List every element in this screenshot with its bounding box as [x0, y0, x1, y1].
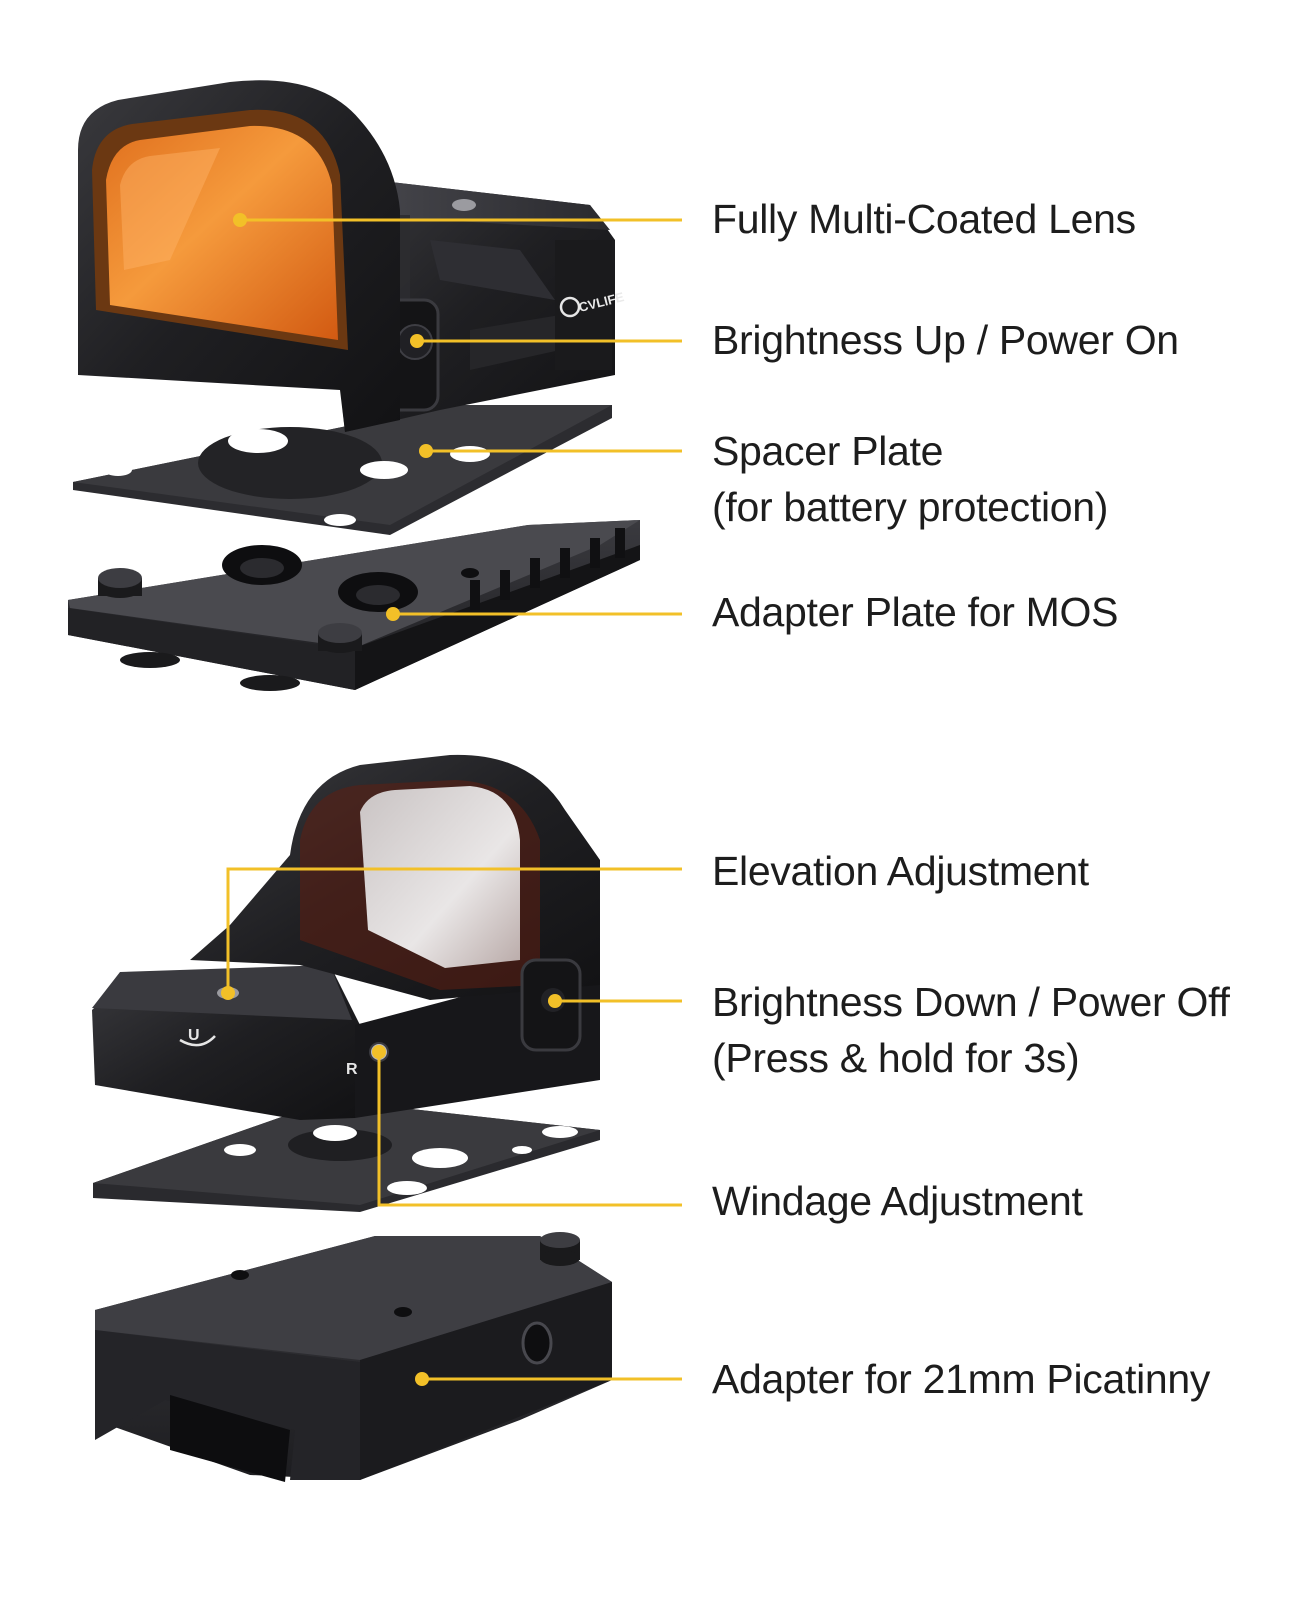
leader-dot-lens	[233, 213, 247, 227]
label-line: (Press & hold for 3s)	[712, 1035, 1080, 1081]
spacer-plate-bottom	[93, 1100, 600, 1212]
label-line: Adapter Plate for MOS	[712, 589, 1119, 635]
red-dot-sight-rear	[92, 754, 600, 1120]
label-fully-multi-coated-lens: Fully Multi-Coated Lens	[712, 191, 1136, 247]
label-line: (for battery protection)	[712, 484, 1109, 530]
leader-dot-spacer-plate	[419, 444, 433, 458]
label-line: Brightness Down / Power Off	[712, 979, 1230, 1025]
label-line: Fully Multi-Coated Lens	[712, 196, 1136, 242]
label-elevation-adjustment: Elevation Adjustment	[712, 843, 1089, 899]
label-spacer-plate: Spacer Plate (for battery protection)	[712, 423, 1108, 535]
leader-dot-picatinny	[415, 1372, 429, 1386]
label-brightness-down: Brightness Down / Power Off (Press & hol…	[712, 974, 1230, 1086]
leader-lines	[221, 213, 682, 1386]
leader-dot-elevation	[221, 986, 235, 1000]
windage-mark: R	[346, 1061, 358, 1078]
leader-dot-brightness-down	[548, 994, 562, 1008]
mos-adapter-plate	[68, 520, 640, 691]
label-line: Brightness Up / Power On	[712, 317, 1179, 363]
leader-dot-windage	[372, 1045, 386, 1059]
label-line: Windage Adjustment	[712, 1178, 1083, 1224]
leader-line-windage	[377, 1052, 682, 1207]
label-line: Elevation Adjustment	[712, 848, 1089, 894]
label-windage-adjustment: Windage Adjustment	[712, 1173, 1083, 1229]
label-adapter-picatinny: Adapter for 21mm Picatinny	[712, 1351, 1210, 1407]
leader-line-elevation	[226, 867, 682, 993]
red-dot-sight-front	[78, 80, 615, 432]
label-brightness-up: Brightness Up / Power On	[712, 312, 1179, 368]
picatinny-adapter	[95, 1232, 612, 1482]
leader-dot-brightness-up	[410, 334, 424, 348]
elevation-mark: U	[188, 1027, 200, 1044]
spacer-plate-shape	[73, 405, 612, 535]
leader-dot-adapter-mos	[386, 607, 400, 621]
label-line: Spacer Plate	[712, 428, 944, 474]
label-line: Adapter for 21mm Picatinny	[712, 1356, 1211, 1402]
label-adapter-plate-mos: Adapter Plate for MOS	[712, 584, 1118, 640]
